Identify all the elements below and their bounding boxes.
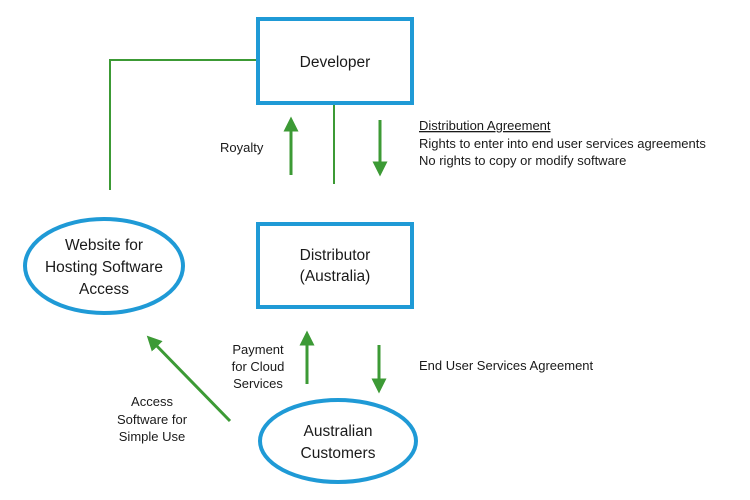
payment-label-line3: Services [233,376,283,391]
customers-label-line1: Australian [304,423,373,440]
distribution-agreement-heading: Distribution Agreement [419,118,551,133]
end-user-agreement-label: End User Services Agreement [419,358,594,373]
website-label-line1: Website for [65,237,143,254]
website-ellipse [23,217,185,315]
website-node: Website for Hosting Software Access [23,217,185,315]
distributor-node: Distributor (Australia) [256,222,414,309]
payment-label-line2: for Cloud [232,359,285,374]
distribution-agreement-line2: No rights to copy or modify software [419,153,626,168]
developer-box [256,17,414,105]
royalty-label: Royalty [220,140,264,155]
distributor-label-line1: Distributor [300,247,371,264]
developer-node: Developer [256,17,414,105]
access-label-line3: Simple Use [119,429,185,444]
customers-label-line2: Customers [301,445,376,462]
customers-node: Australian Customers [258,398,418,484]
access-label-line1: Access [131,394,173,409]
access-label-line2: Software for [117,412,188,427]
customers-ellipse [258,398,418,484]
developer-label: Developer [300,54,371,71]
developer-website-connector [109,59,258,190]
distributor-label-line2: (Australia) [300,268,371,285]
distributor-box [256,222,414,309]
website-label-line2: Hosting Software [45,259,163,276]
distribution-agreement-line1: Rights to enter into end user services a… [419,136,706,151]
payment-label-line1: Payment [232,342,284,357]
website-label-line3: Access [79,281,129,298]
access-arrow [146,335,232,423]
